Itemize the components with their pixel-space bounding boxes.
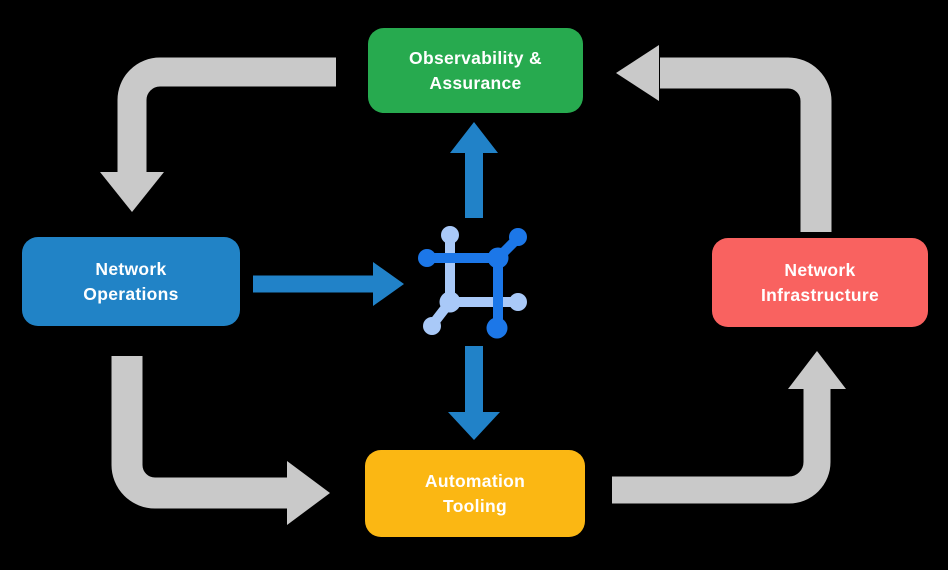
blue-arrow-center-to-observability-head [450, 122, 498, 153]
mesh-node-bottomleft-light [423, 317, 441, 335]
mesh-corner-bottomleft-light [439, 291, 461, 313]
mesh-corner-topright-dark [487, 247, 509, 269]
gray-arrow-infrastructure-to-observability-shaft [660, 57, 832, 232]
blue-arrow-operations-to-center-head [373, 262, 404, 306]
gray-arrow-automation-to-infrastructure-head [788, 351, 846, 389]
gray-arrow-operations-to-automation-head [287, 461, 330, 525]
node-observability-rect [368, 28, 583, 113]
node-infrastructure-rect [712, 238, 928, 327]
node-operations-rect [22, 237, 240, 326]
gray-arrow-operations-to-automation-shaft [111, 356, 288, 509]
mesh-node-right-light [509, 293, 527, 311]
gray-arrow-automation-to-infrastructure-shaft [612, 389, 831, 504]
gray-arrow-observability-to-operations-head [100, 172, 164, 212]
mesh-node-bottom-dark [486, 317, 508, 339]
network-mesh-icon [418, 226, 527, 339]
gray-arrow-observability-to-operations-shaft [117, 57, 336, 174]
blue-arrow-center-to-automation-head [448, 412, 500, 440]
gray-arrow-infrastructure-to-observability-head [616, 45, 659, 101]
node-automation-rect [365, 450, 585, 537]
mesh-node-topright-dark [509, 228, 527, 246]
